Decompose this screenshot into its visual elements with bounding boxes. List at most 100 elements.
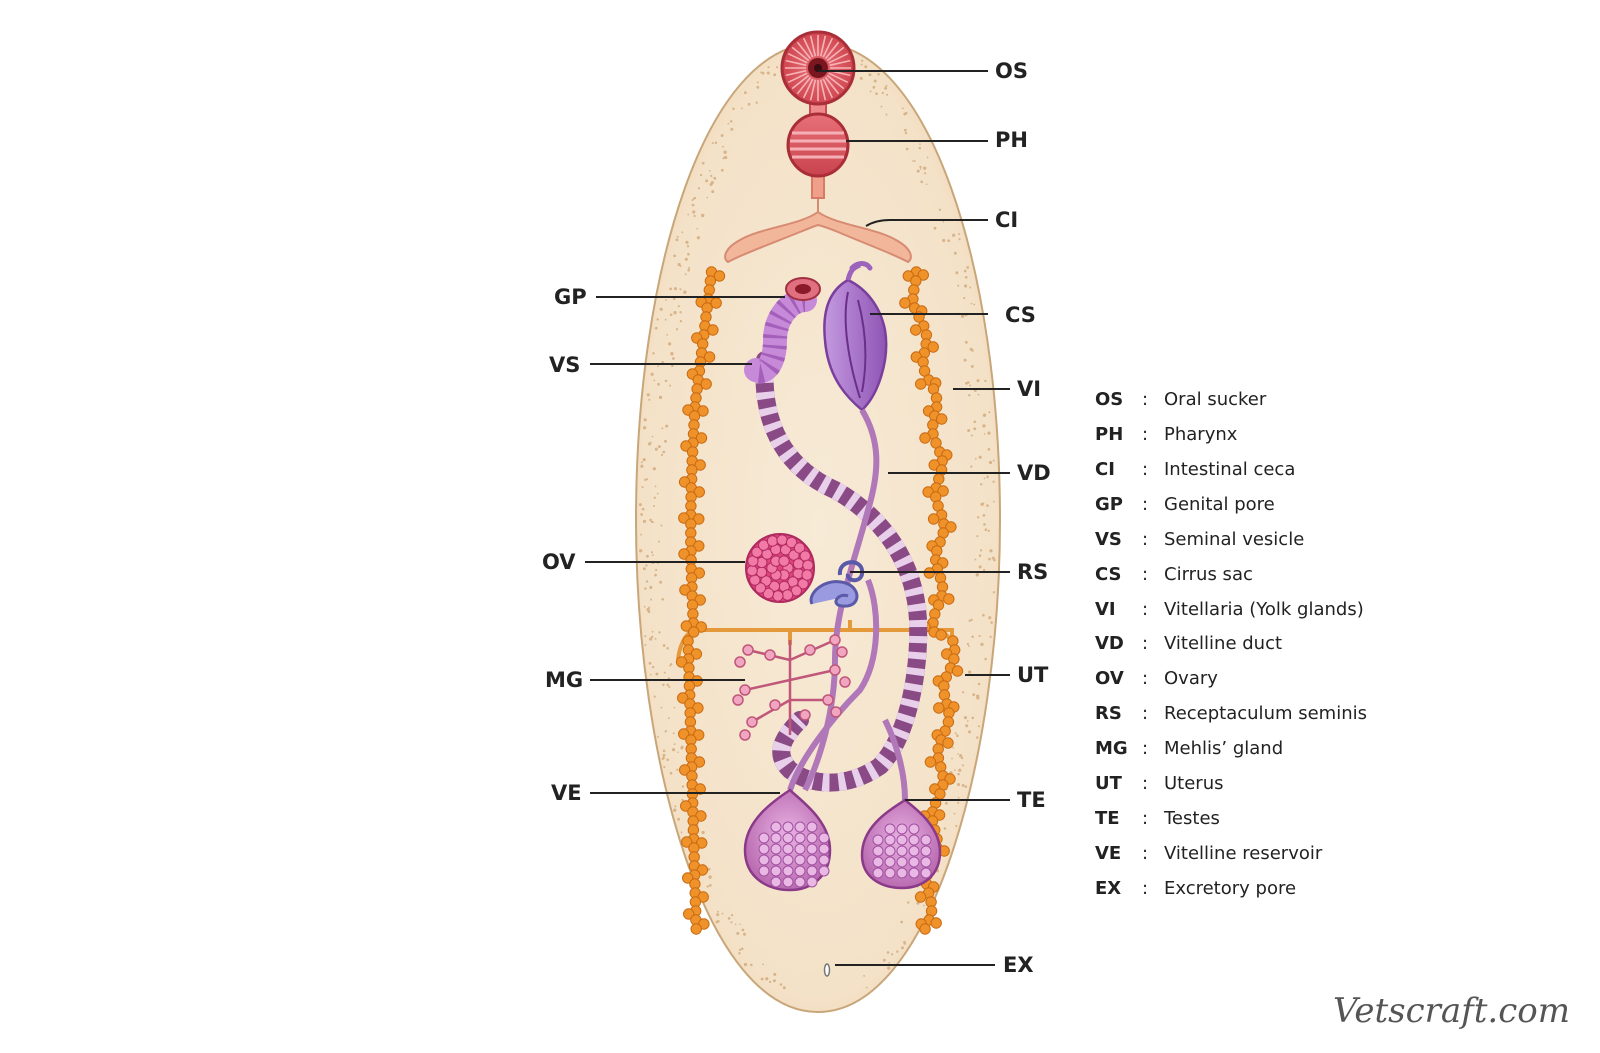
vitellaria-follicle xyxy=(694,459,706,471)
speckle xyxy=(693,214,696,218)
testis-lobule xyxy=(770,876,782,888)
speckle xyxy=(944,801,948,805)
vitellaria-follicle xyxy=(919,432,931,444)
speckle xyxy=(970,618,973,622)
legend-description: Mehlis’ gland xyxy=(1164,737,1284,759)
legend-separator: : xyxy=(1142,667,1149,689)
speckle xyxy=(966,720,969,722)
legend-separator: : xyxy=(1142,528,1149,550)
speckle xyxy=(919,165,922,169)
speckle xyxy=(643,605,646,608)
vitellaria-follicle xyxy=(679,764,691,776)
speckle xyxy=(653,505,655,507)
speckle xyxy=(970,465,973,468)
speckle xyxy=(649,585,653,589)
ovary-lobule xyxy=(772,590,784,602)
legend-description: Pharynx xyxy=(1164,423,1238,445)
speckle xyxy=(653,379,656,382)
mehlis-acinus xyxy=(822,694,834,706)
speckle xyxy=(973,420,977,424)
speckle xyxy=(885,84,888,87)
speckle xyxy=(964,284,968,288)
speckle xyxy=(756,85,760,89)
speckle xyxy=(640,461,643,464)
sucker-ray xyxy=(828,52,849,64)
legend-separator: : xyxy=(1142,598,1149,620)
speckle xyxy=(677,305,680,308)
speckle xyxy=(907,901,910,904)
speckle xyxy=(681,785,685,788)
speckle xyxy=(659,307,663,311)
speckle xyxy=(861,59,864,62)
legend-row: EX:Excretory pore xyxy=(1095,875,1395,901)
speckle xyxy=(727,917,731,920)
testis-lobule xyxy=(806,876,818,888)
speckle xyxy=(976,535,979,538)
sucker-ray xyxy=(791,74,810,90)
speckle xyxy=(639,549,643,553)
speckle xyxy=(761,71,765,75)
speckle xyxy=(993,500,995,503)
speckle xyxy=(925,183,928,185)
ovary-lobule xyxy=(801,569,813,581)
speckle xyxy=(646,393,650,397)
speckle xyxy=(664,439,667,443)
speckle xyxy=(650,598,653,601)
speckle xyxy=(966,642,970,646)
vitellaria-follicle xyxy=(675,656,688,668)
speckle xyxy=(654,637,657,640)
speckle xyxy=(656,492,659,495)
watermark: Vetscraft.com xyxy=(1332,991,1570,1031)
speckle xyxy=(657,382,660,386)
vitellaria-follicle xyxy=(678,728,690,740)
speckle xyxy=(968,619,971,622)
speckle xyxy=(701,830,705,835)
speckle xyxy=(673,706,676,709)
speckle xyxy=(644,644,647,647)
speckle xyxy=(973,427,977,431)
speckle xyxy=(662,749,666,753)
speckle xyxy=(671,364,674,367)
speckle xyxy=(641,486,644,489)
speckle xyxy=(673,287,678,291)
speckle xyxy=(969,286,972,289)
speckle xyxy=(644,587,647,590)
vitellaria-follicle xyxy=(945,521,957,533)
speckle xyxy=(709,169,711,172)
speckle xyxy=(959,754,963,758)
speckle xyxy=(655,568,658,572)
sucker-ray xyxy=(785,69,807,77)
legend-separator: : xyxy=(1142,388,1149,410)
speckle xyxy=(665,299,667,301)
speckle xyxy=(965,724,969,728)
speckle xyxy=(708,875,712,879)
legend-row: PH:Pharynx xyxy=(1095,421,1395,447)
speckle xyxy=(971,635,974,639)
sucker-ray xyxy=(824,41,840,60)
speckle xyxy=(660,453,664,457)
speckle xyxy=(923,172,927,175)
legend-description: Excretory pore xyxy=(1164,877,1297,899)
legend-row: VS:Seminal vesicle xyxy=(1095,526,1395,552)
speckle xyxy=(865,986,868,989)
ovary-lobule xyxy=(746,565,758,577)
speckle xyxy=(688,266,691,269)
speckle xyxy=(729,120,733,123)
speckle xyxy=(760,977,764,981)
mehlis-acinus xyxy=(764,649,776,661)
speckle xyxy=(982,514,986,517)
testis-lobule xyxy=(770,843,782,855)
speckle xyxy=(687,213,690,216)
vitellaria-follicle xyxy=(910,324,922,336)
testis-lobule xyxy=(770,832,782,844)
mehlis-acinus xyxy=(739,729,751,741)
speckle xyxy=(666,683,669,687)
speckle xyxy=(992,459,995,462)
testis-lobule xyxy=(872,867,884,879)
testis-lobule xyxy=(908,834,920,846)
speckle xyxy=(863,974,866,977)
speckle xyxy=(647,442,652,446)
speckle xyxy=(739,923,741,926)
